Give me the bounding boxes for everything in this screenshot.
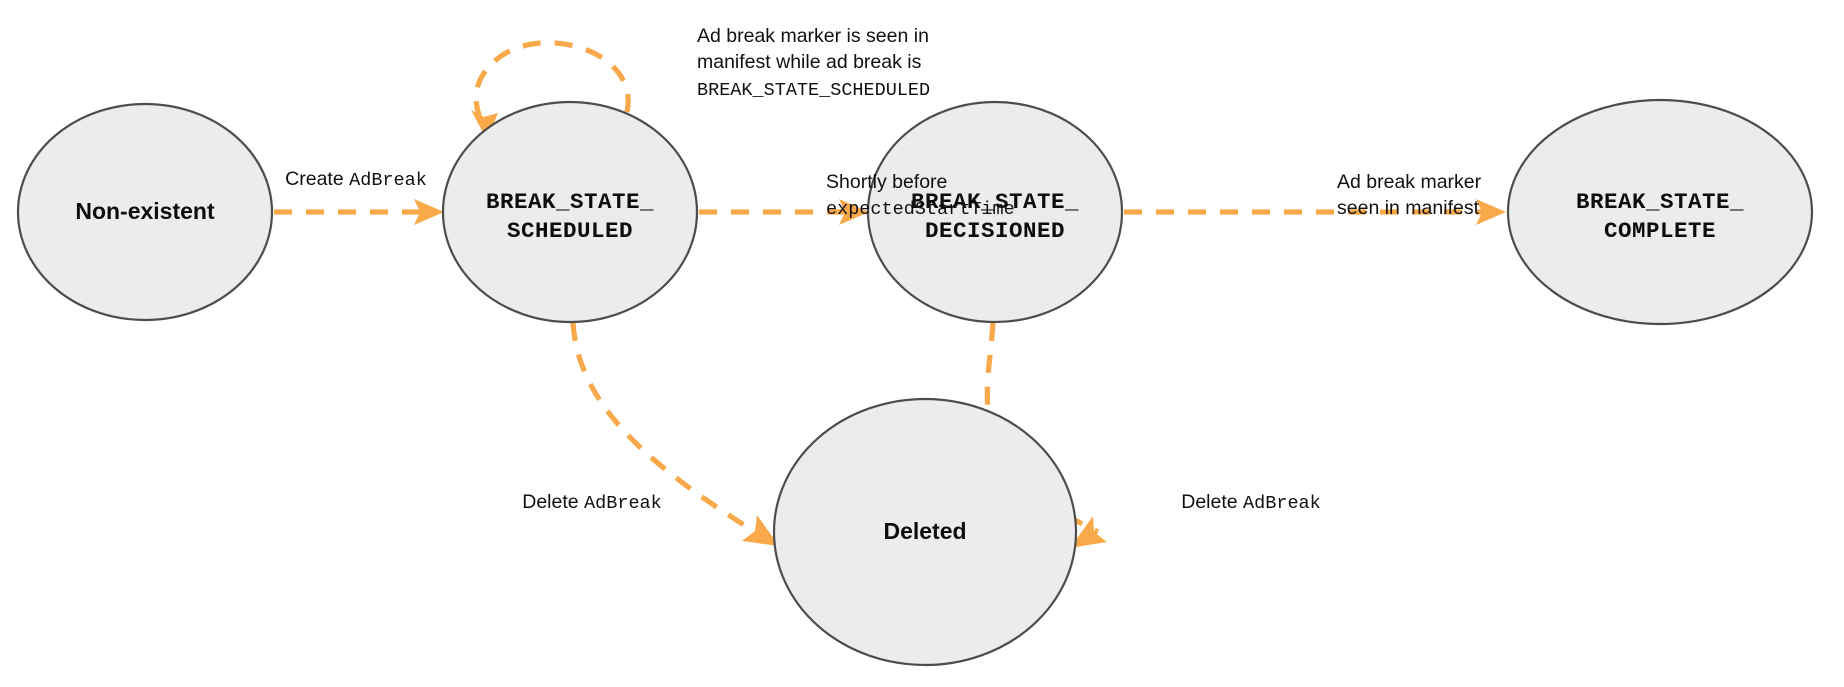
edge-label-create-adbreak: Create AdBreak [285,168,427,191]
edge-label-shortly-before-line2: expectedStartTime [826,199,1015,220]
node-break-state-complete-label-line1: BREAK_STATE_ [1576,189,1744,215]
node-break-state-complete-label-line2: COMPLETE [1604,218,1716,244]
edge-label-marker-seen-in-manifest: Ad break marker seen in manifest [1337,171,1482,219]
edge-marker-seen-in-manifest-arrowhead [1476,199,1506,225]
edge-delete-from-decisioned-arrowhead [1070,516,1107,548]
edge-label-shortly-before-line1: Shortly before [826,171,947,193]
node-break-state-complete-shape[interactable] [1506,98,1814,326]
edge-label-self-loop-line3: BREAK_STATE_SCHEDULED [697,80,930,101]
edge-create-adbreak-arrowhead [414,199,444,225]
node-break-state-decisioned-label-line2: DECISIONED [925,218,1065,244]
edge-shortly-before [699,199,869,225]
edge-self-loop-scheduled-line [473,40,631,119]
node-non-existent[interactable]: Non-existent [16,102,274,322]
node-break-state-scheduled-label-line2: SCHEDULED [507,218,633,244]
edge-label-self-loop-line2: manifest while ad break is [697,51,922,73]
edge-delete-from-scheduled-arrowhead [742,515,779,546]
node-break-state-decisioned-label-line1: BREAK_STATE_ [911,189,1079,215]
edge-label-delete-from-decisioned: Delete AdBreak [1181,491,1321,514]
edge-label-shortly-before: Shortly before expectedStartTime [826,171,1015,220]
edge-label-delete-from-scheduled: Delete AdBreak [522,491,662,514]
node-break-state-decisioned[interactable]: BREAK_STATE_ DECISIONED [866,100,1124,324]
node-non-existent-label: Non-existent [75,198,215,224]
node-deleted[interactable]: Deleted [772,397,1078,667]
edge-label-self-loop-line1: Ad break marker is seen in [697,25,929,47]
edge-label-marker-seen-line1: Ad break marker [1337,171,1482,193]
node-break-state-decisioned-shape[interactable] [866,100,1124,324]
node-non-existent-shape[interactable] [16,102,274,322]
node-break-state-complete[interactable]: BREAK_STATE_ COMPLETE [1506,98,1814,326]
node-break-state-scheduled-label-line1: BREAK_STATE_ [486,189,654,215]
edge-marker-seen-in-manifest [1124,199,1506,225]
edge-delete-from-scheduled [570,322,779,546]
edge-self-loop-scheduled [471,40,631,140]
edge-label-marker-seen-line2: seen in manifest [1337,197,1480,219]
edge-delete-from-scheduled-line [570,322,754,533]
edge-label-self-loop-scheduled: Ad break marker is seen in manifest whil… [697,25,930,101]
node-deleted-label: Deleted [883,518,966,544]
edge-create-adbreak [274,199,444,225]
edge-self-loop-scheduled-arrowhead [471,110,498,140]
node-break-state-scheduled[interactable]: BREAK_STATE_ SCHEDULED [441,100,699,324]
node-deleted-shape[interactable] [772,397,1078,667]
edge-shortly-before-arrowhead [839,199,869,225]
node-break-state-scheduled-shape[interactable] [441,100,699,324]
